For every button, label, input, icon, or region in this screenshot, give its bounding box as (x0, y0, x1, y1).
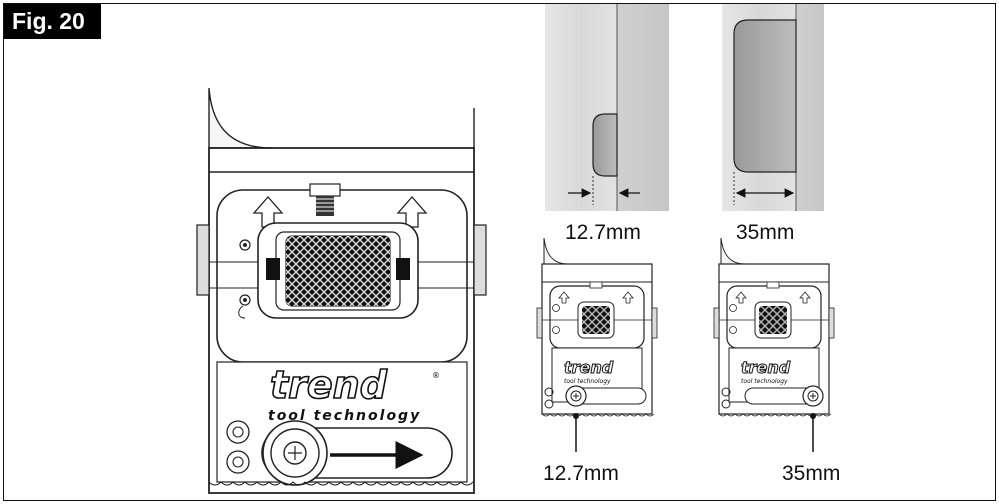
brand-registered: ® (432, 371, 440, 380)
svg-text:tool technology: tool technology (564, 378, 611, 385)
figure-frame (3, 3, 996, 501)
large-jig: trend ® tool technology (196, 87, 487, 494)
small-jig-35mm: trend tool technology (713, 237, 835, 417)
jig-label: 35mm (782, 462, 841, 485)
brand-logo: trend (270, 363, 388, 407)
svg-text:trend: trend (564, 358, 614, 377)
brand-subtitle: tool technology (268, 408, 421, 424)
svg-text:tool technology: tool technology (741, 378, 788, 385)
door-edge-photo-35mm (722, 4, 824, 211)
jig-label: 12.7mm (543, 462, 619, 485)
photo-label: 12.7mm (565, 221, 641, 244)
svg-text:trend: trend (741, 358, 791, 377)
figure-label: Fig. 20 (4, 4, 101, 39)
photo-label: 35mm (736, 221, 795, 244)
door-edge-photo-12-7mm (545, 4, 669, 211)
small-jig-12-7mm: trend tool technology (536, 237, 658, 417)
